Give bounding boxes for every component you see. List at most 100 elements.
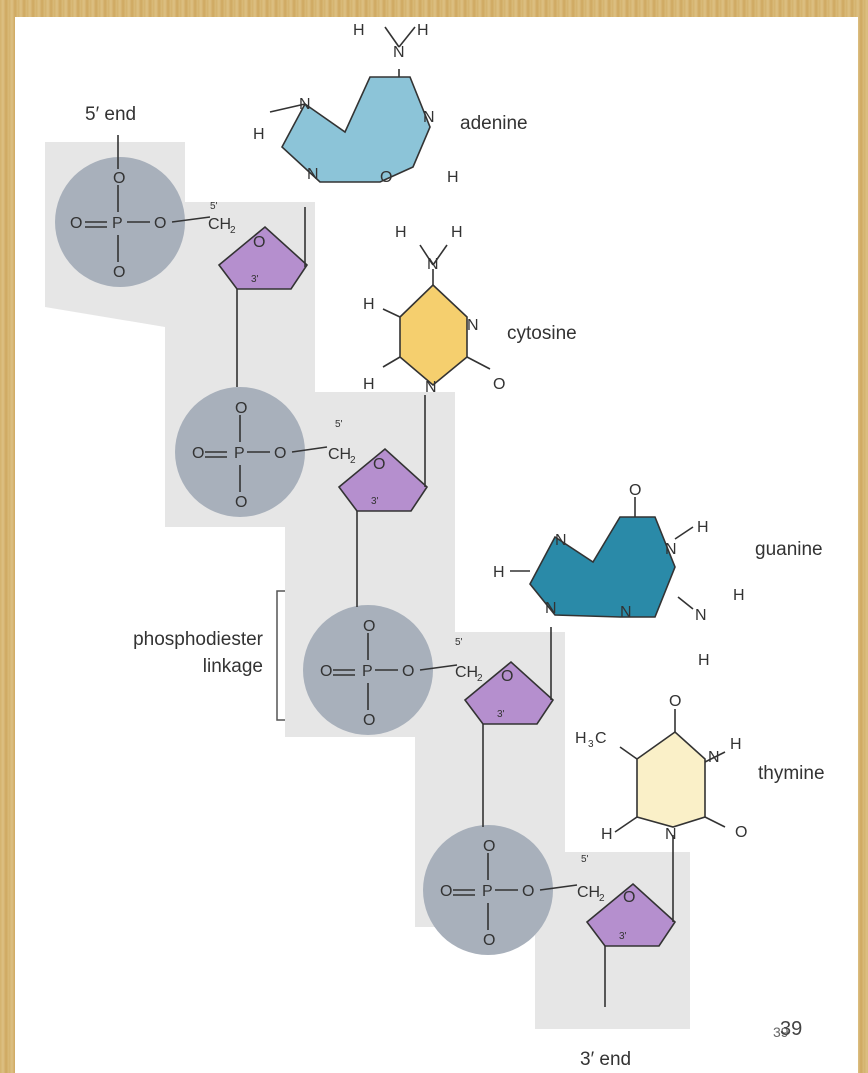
dna-strand-diagram: 5′ end adenine cytosine guanine thymine … bbox=[45, 22, 825, 1070]
svg-text:N: N bbox=[620, 604, 632, 621]
svg-text:O: O bbox=[440, 883, 452, 900]
svg-text:N: N bbox=[695, 607, 707, 624]
backbone-band bbox=[45, 142, 690, 1029]
page-number: 39 bbox=[780, 1018, 802, 1040]
svg-text:O: O bbox=[253, 234, 265, 251]
svg-text:N: N bbox=[555, 532, 567, 549]
svg-text:O: O bbox=[70, 215, 82, 232]
phosphate-atoms-2: PO OO O bbox=[192, 400, 286, 511]
adenine-ring bbox=[281, 76, 431, 183]
svg-text:3': 3' bbox=[251, 274, 259, 285]
svg-text:H: H bbox=[363, 296, 375, 313]
svg-text:H: H bbox=[575, 730, 587, 747]
svg-text:O: O bbox=[320, 663, 332, 680]
svg-text:2: 2 bbox=[350, 455, 356, 466]
svg-text:H: H bbox=[730, 736, 742, 753]
svg-text:O: O bbox=[402, 663, 414, 680]
svg-text:N: N bbox=[299, 96, 311, 113]
svg-text:5': 5' bbox=[335, 419, 343, 430]
svg-text:N: N bbox=[393, 44, 405, 61]
svg-text:5': 5' bbox=[581, 854, 589, 865]
svg-text:O: O bbox=[235, 400, 247, 417]
svg-text:O: O bbox=[522, 883, 534, 900]
svg-text:N: N bbox=[425, 379, 437, 396]
svg-text:3: 3 bbox=[588, 739, 594, 750]
phosphate-group-3 bbox=[303, 605, 433, 735]
svg-text:3': 3' bbox=[371, 496, 379, 507]
phosphate-group-4 bbox=[423, 825, 553, 955]
svg-text:H: H bbox=[493, 564, 505, 581]
svg-text:P: P bbox=[112, 215, 123, 232]
svg-text:O: O bbox=[274, 445, 286, 462]
svg-text:C: C bbox=[595, 730, 607, 747]
svg-text:3': 3' bbox=[497, 709, 505, 720]
svg-text:O: O bbox=[192, 445, 204, 462]
svg-text:O: O bbox=[113, 170, 125, 187]
svg-text:H: H bbox=[363, 376, 375, 393]
svg-text:O: O bbox=[735, 824, 747, 841]
guanine-label: guanine bbox=[755, 539, 823, 560]
svg-text:H: H bbox=[451, 224, 463, 241]
svg-text:P: P bbox=[234, 445, 245, 462]
adenine-label: adenine bbox=[460, 113, 528, 134]
svg-text:H: H bbox=[697, 519, 709, 536]
svg-text:O: O bbox=[501, 668, 513, 685]
svg-text:N: N bbox=[307, 166, 319, 183]
ch2-groups: CH2 CH2 CH2 CH2 O O O O bbox=[208, 216, 635, 906]
svg-text:5': 5' bbox=[455, 637, 463, 648]
thymine-label: thymine bbox=[758, 763, 825, 784]
svg-text:2: 2 bbox=[599, 893, 605, 904]
phosphate-atoms-1: PO OO O bbox=[70, 170, 166, 281]
phosphate-atoms-3: PO OO O bbox=[320, 618, 414, 729]
svg-text:P: P bbox=[482, 883, 493, 900]
svg-text:H: H bbox=[253, 126, 265, 143]
phosphate-atoms-4: PO OO O bbox=[440, 838, 534, 949]
cytosine-ring bbox=[399, 283, 468, 387]
sugar-ring-2 bbox=[337, 447, 429, 512]
linkage-label: linkage bbox=[203, 656, 263, 677]
svg-text:H: H bbox=[698, 652, 710, 669]
linkage-bracket bbox=[276, 590, 285, 721]
page-number-shadow: 39 bbox=[773, 1024, 789, 1040]
svg-text:H: H bbox=[353, 22, 365, 39]
svg-text:O: O bbox=[483, 932, 495, 949]
guanine-ring bbox=[529, 516, 676, 618]
svg-text:P: P bbox=[362, 663, 373, 680]
bond-lines bbox=[85, 26, 726, 1007]
svg-text:O: O bbox=[669, 693, 681, 710]
svg-text:N: N bbox=[665, 826, 677, 843]
svg-text:CH: CH bbox=[455, 664, 478, 681]
svg-text:O: O bbox=[363, 618, 375, 635]
svg-text:O: O bbox=[623, 889, 635, 906]
svg-text:N: N bbox=[467, 317, 479, 334]
svg-text:O: O bbox=[380, 169, 392, 186]
svg-text:CH: CH bbox=[208, 216, 231, 233]
phosphate-group-2 bbox=[175, 387, 305, 517]
phosphodiester-label: phosphodiester bbox=[133, 629, 264, 650]
svg-text:5': 5' bbox=[210, 201, 218, 212]
svg-text:N: N bbox=[427, 256, 439, 273]
slide-card: 5′ end adenine cytosine guanine thymine … bbox=[15, 17, 858, 1073]
sugar-ring-1 bbox=[217, 225, 309, 290]
svg-text:2: 2 bbox=[477, 673, 483, 684]
prime-labels: 5'3' 5'3' 5'3' 5'3' bbox=[210, 201, 627, 942]
svg-text:O: O bbox=[373, 456, 385, 473]
phosphate-group-1 bbox=[55, 157, 185, 287]
svg-text:H: H bbox=[601, 826, 613, 843]
sugar-ring-4 bbox=[585, 882, 677, 947]
svg-text:O: O bbox=[113, 264, 125, 281]
svg-text:O: O bbox=[493, 376, 505, 393]
svg-text:CH: CH bbox=[328, 446, 351, 463]
svg-text:H: H bbox=[733, 587, 745, 604]
svg-text:H: H bbox=[447, 169, 459, 186]
svg-text:H: H bbox=[417, 22, 429, 39]
sugar-ring-3 bbox=[463, 660, 555, 725]
svg-text:H: H bbox=[395, 224, 407, 241]
svg-text:N: N bbox=[708, 749, 720, 766]
three-prime-end-label: 3′ end bbox=[580, 1049, 631, 1070]
svg-text:N: N bbox=[545, 600, 557, 617]
